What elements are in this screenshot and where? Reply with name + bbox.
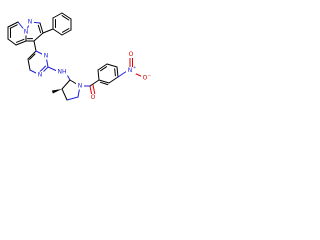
- bond-pyridine-6-inner: [9, 24, 18, 29]
- bond-phenyl-2: [61, 29, 72, 36]
- atom-o-nitro-charge: −: [148, 73, 151, 78]
- atom-n-nitro-charge: +: [133, 65, 136, 70]
- atom-n-pyrimidine-bottom: N: [38, 72, 43, 79]
- bond-phenyl-4: [61, 12, 72, 20]
- atom-n-nitro: N: [128, 67, 133, 74]
- atom-o-carbonyl: O: [91, 94, 96, 101]
- bond-phenyl-5: [52, 12, 63, 19]
- bond-aryl-6: [97, 69, 100, 81]
- bond-phenyl-attach: [42, 28, 54, 34]
- bonds: [7, 12, 144, 101]
- atom-n-pyrazolo-bridge: N: [24, 29, 29, 36]
- bond-pyrazole-3: [39, 22, 44, 34]
- bond-pyrrolidine-3: [66, 96, 79, 101]
- bond-pyrimidine-attach: [33, 40, 37, 52]
- bond-pyrimidine-2: [27, 58, 31, 71]
- bond-pyrrolidine-4: [61, 88, 68, 101]
- bond-aryl-2: [108, 76, 119, 84]
- bond-pyridine-3-inner: [16, 38, 25, 43]
- atom-nh-linker: NH: [58, 69, 67, 76]
- bond-aryl-5-inner: [100, 66, 108, 72]
- bond-aryl-4: [106, 63, 118, 68]
- bond-pyrimidine-1: [27, 50, 37, 60]
- bond-aryl-1: [98, 79, 110, 84]
- wedge-bond-methyl: [52, 89, 62, 94]
- atom-labels: N N N N NH N O N + O O −: [22, 18, 151, 101]
- bond-aryl-1-inner: [99, 81, 109, 86]
- bond-pyrrolidine-5: [61, 79, 71, 90]
- bond-phenyl-4-inner: [61, 15, 70, 21]
- atom-n-pyrrolidine: N: [78, 83, 83, 90]
- bond-pyridine-2: [7, 38, 17, 46]
- bond-pyrazole-4: [33, 32, 44, 42]
- bond-carbonyl-2: [92, 84, 96, 96]
- bond-nitro-attach: [117, 70, 128, 78]
- atom-n-pyrazolo: N: [28, 19, 33, 26]
- bond-aryl-3: [116, 66, 119, 78]
- atom-o-nitro-bottom: O: [143, 75, 148, 82]
- bond-pyrazole-3-inner: [37, 24, 42, 34]
- bond-linker-1: [47, 66, 58, 72]
- bond-pyridine-6: [7, 21, 19, 28]
- bond-phenyl-1: [52, 28, 63, 36]
- molecule-structure-diagram: N N N N NH N O N + O O −: [7, 12, 151, 101]
- bond-pyrimidine-4-inner: [39, 65, 47, 73]
- bond-aryl-5: [97, 63, 108, 71]
- atom-n-pyrimidine-top: N: [44, 53, 49, 60]
- bond-pyridine-3: [15, 40, 27, 46]
- bond-pyrimidine-1-inner: [29, 53, 36, 60]
- atom-o-nitro-top: O: [129, 51, 134, 58]
- bond-aryl-attach: [89, 79, 100, 87]
- bond-aryl-3-inner: [114, 68, 116, 77]
- bond-phenyl-2-inner: [61, 28, 70, 33]
